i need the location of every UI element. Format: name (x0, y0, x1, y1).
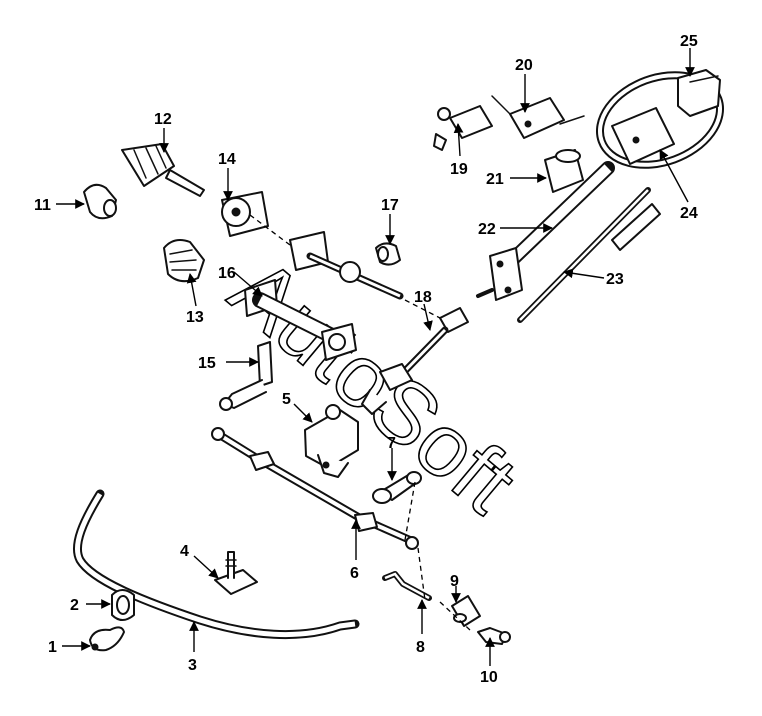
part-19-ignition-lock (433, 105, 493, 151)
part-9-adjusting-sleeve (451, 595, 481, 627)
part-18-u-joint-shaft (361, 307, 469, 415)
part-20-combination-switch (491, 95, 585, 139)
part-23-inner-shaft (517, 187, 661, 323)
part-4-bracket (214, 551, 258, 595)
callout-12: 12 (154, 111, 172, 128)
part-2-bushing (111, 589, 135, 621)
callout-1: 1 (48, 639, 57, 656)
callout-14: 14 (218, 151, 236, 168)
callout-15: 15 (198, 355, 216, 372)
part-14-flange (221, 191, 269, 237)
callout-10: 10 (480, 669, 498, 686)
callout-16: 16 (218, 265, 236, 282)
assembly-guide-lines (249, 214, 471, 631)
part-6-center-link (211, 427, 419, 550)
part-1-clamp (89, 626, 125, 652)
part-3-stabilizer-bar (72, 489, 360, 640)
part-24-steering-wheel (595, 71, 725, 169)
callout-7: 7 (387, 435, 396, 452)
part-22-steering-column (476, 161, 615, 301)
callout-19: 19 (450, 161, 468, 178)
part-12-shaft-boot (121, 143, 205, 197)
leader-lines (56, 48, 695, 666)
callout-18: 18 (414, 289, 432, 306)
part-21-column-cover (544, 149, 584, 193)
callout-numbers: 1 2 3 4 5 6 7 8 9 10 11 12 13 14 15 16 1… (34, 33, 698, 686)
callout-5: 5 (282, 391, 291, 408)
callout-13: 13 (186, 309, 204, 326)
part-8-tie-rod (382, 571, 432, 601)
callout-24: 24 (680, 205, 698, 222)
callout-9: 9 (450, 573, 459, 590)
callout-17: 17 (381, 197, 399, 214)
callout-8: 8 (416, 639, 425, 656)
part-5-steering-gear (304, 404, 359, 478)
part-13-rubber-boot (163, 239, 205, 283)
part-10-tie-rod-end (477, 627, 511, 645)
part-25-horn-pad (677, 69, 721, 117)
callout-11: 11 (34, 197, 51, 214)
callout-21: 21 (486, 171, 504, 188)
part-11-cap (83, 183, 117, 220)
callout-6: 6 (350, 565, 359, 582)
part-7-idler-arm (372, 471, 422, 504)
part-17-bush (375, 242, 401, 266)
callout-20: 20 (515, 57, 533, 74)
callout-22: 22 (478, 221, 496, 238)
callout-3: 3 (188, 657, 197, 674)
callout-25: 25 (680, 33, 698, 50)
callout-4: 4 (180, 543, 189, 560)
callout-2: 2 (70, 597, 79, 614)
part-15-pitman-arm (219, 341, 273, 411)
callout-23: 23 (606, 271, 624, 288)
